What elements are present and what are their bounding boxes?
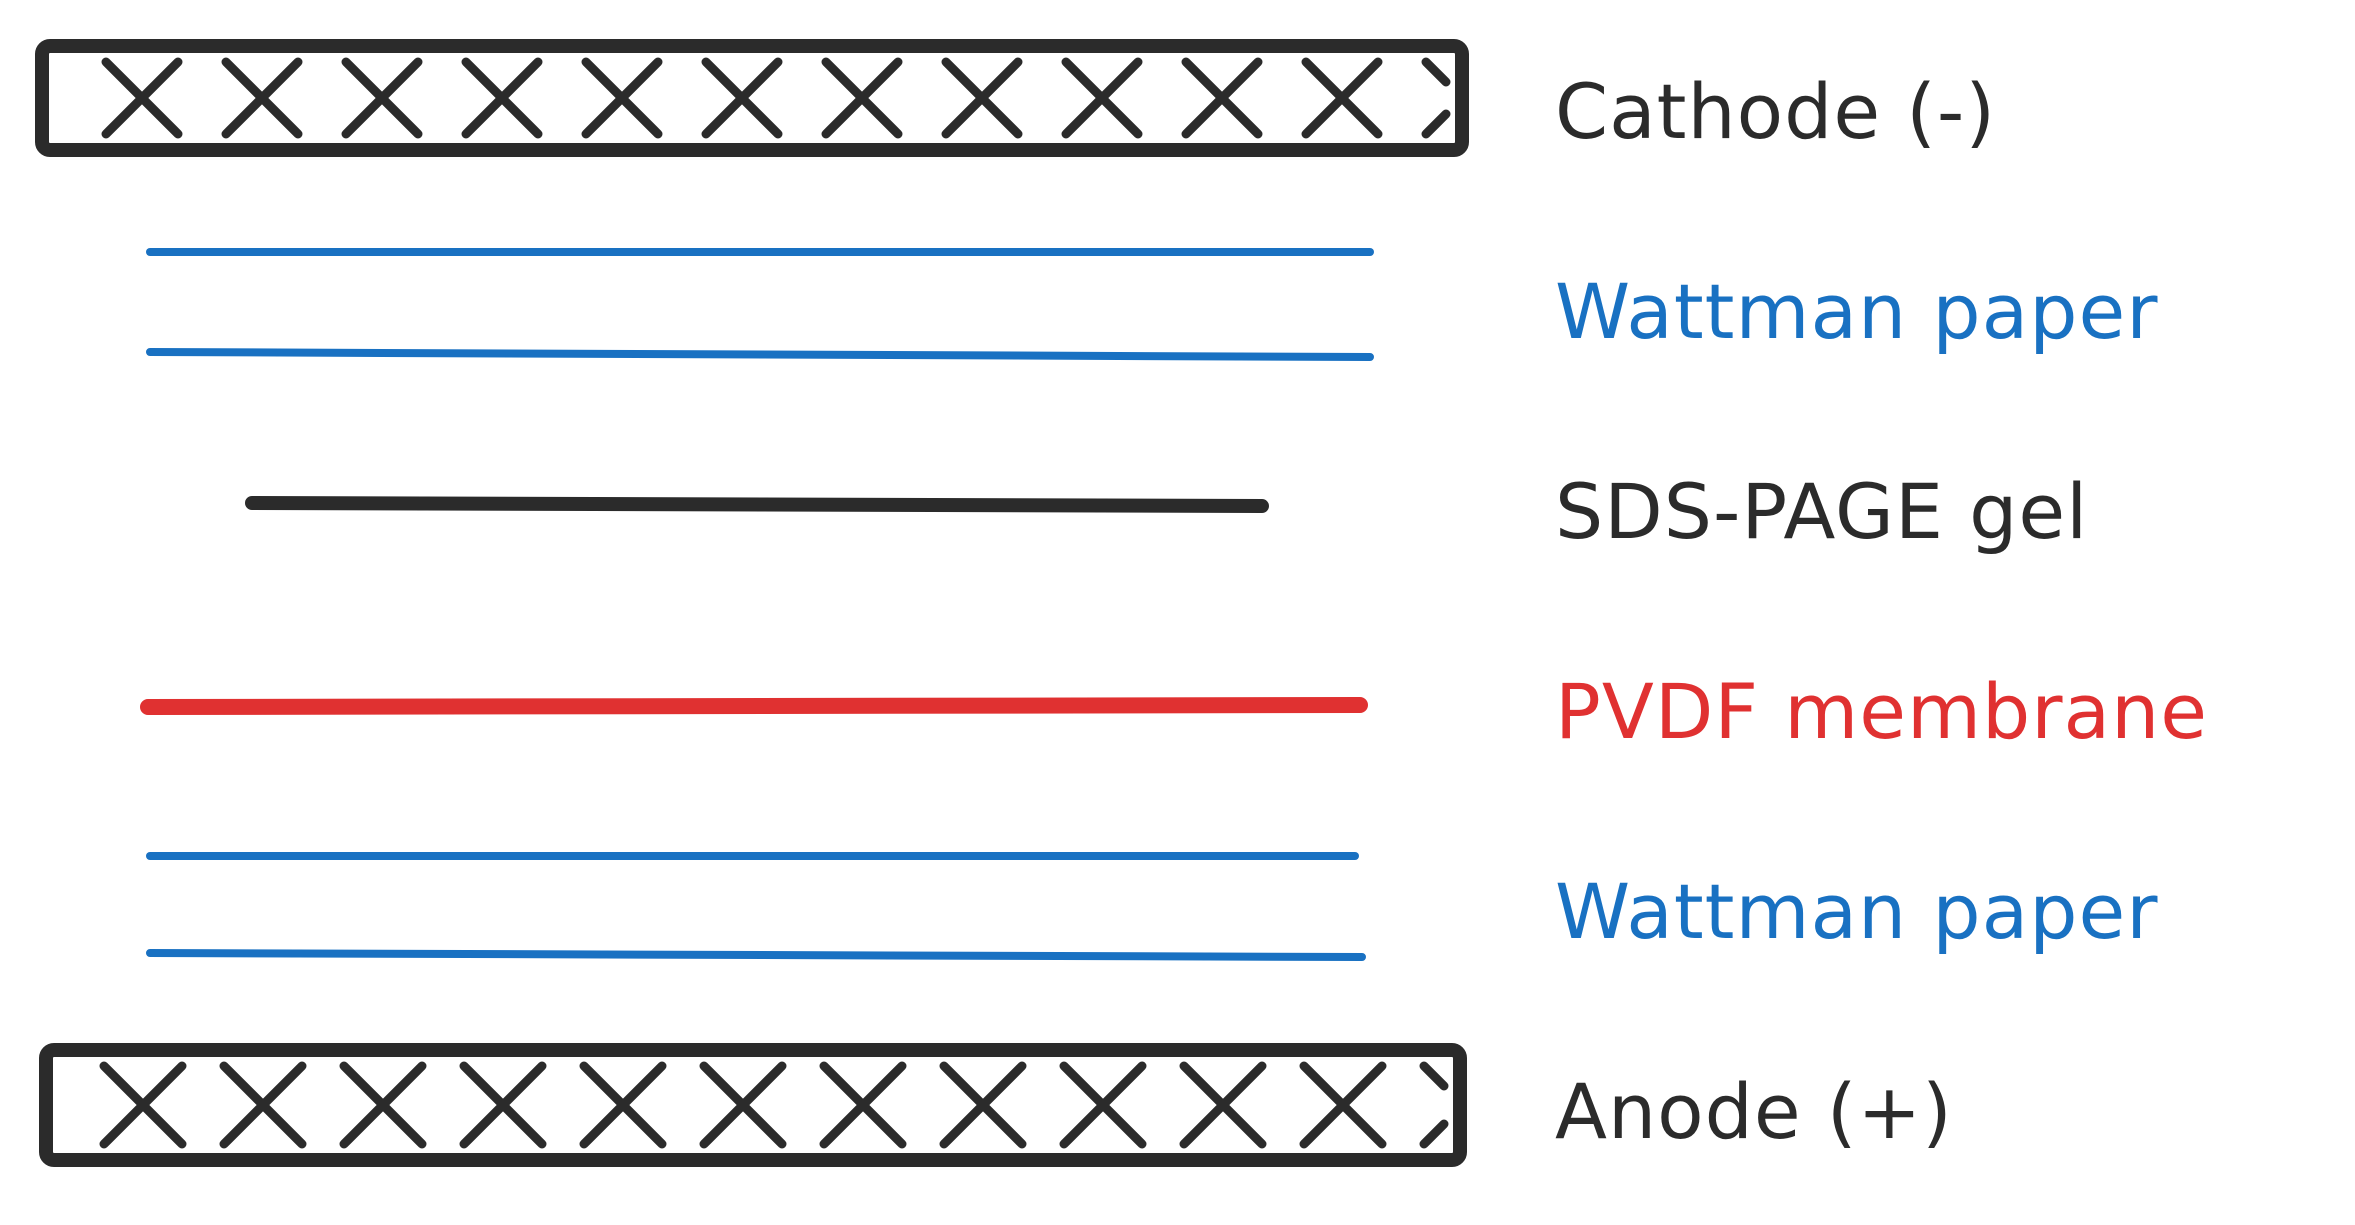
anode-crosshatch [99, 1061, 1449, 1149]
pvdf-membrane-line [140, 697, 1368, 715]
label-cathode: Cathode (-) [1555, 67, 1996, 156]
wattman-paper-top [146, 248, 1374, 361]
cathode-electrode [35, 39, 1469, 157]
wattman-paper-bottom [146, 852, 1366, 961]
label-sds-page-gel: SDS-PAGE gel [1555, 467, 2088, 556]
anode-electrode [39, 1043, 1467, 1167]
label-pvdf-membrane: PVDF membrane [1555, 667, 2208, 756]
label-wattman-paper-top: Wattman paper [1555, 267, 2158, 356]
cathode-crosshatch [101, 57, 1451, 139]
sds-page-gel-line [245, 496, 1269, 513]
label-wattman-paper-bottom: Wattman paper [1555, 867, 2158, 956]
label-anode: Anode (+) [1555, 1067, 1953, 1156]
